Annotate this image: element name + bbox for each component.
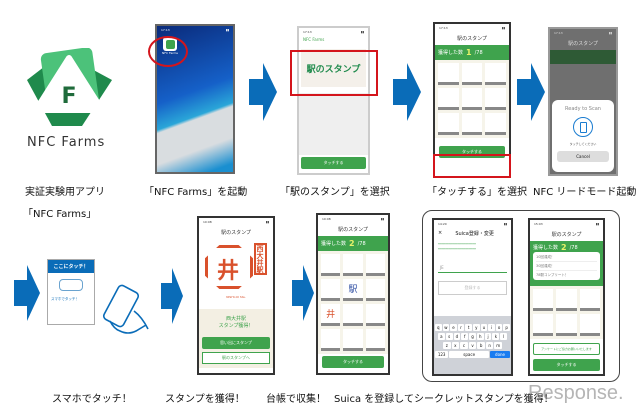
keyboard-key[interactable]: y [472,324,480,331]
keyboard-key[interactable]: w [442,324,450,331]
keyboard-key[interactable]: t [465,324,472,331]
highlight-box [433,154,511,178]
secret-item: 10回達成！ [536,253,597,262]
keyboard-key[interactable]: z [443,342,451,349]
nfc-scan-phone: 17:13▮▮ 駅のスタンプ Ready to Scan タッチしてください C… [548,27,618,176]
keyboard-key[interactable]: q [435,324,442,331]
keyboard-key[interactable]: n [485,342,494,349]
hand-holding-phone-icon [98,283,153,343]
survey-button[interactable]: アンケートにご協力お願いいたします [533,343,600,355]
keyboard-key[interactable]: k [492,333,500,340]
touch-button[interactable]: タッチする [533,359,600,371]
suica-registration-phone: 14:20▮▮ ×Suica登録・変更 ━━━━━━━━━━━━━━━━━━━━… [432,218,513,376]
station-logo-icon [59,279,83,291]
suica-panel-frame [422,210,620,382]
phone-scan-icon [573,117,593,137]
nfc-farms-logo: F [22,47,117,128]
keyboard-key[interactable]: f [461,333,469,340]
arrow-right-icon [161,268,183,328]
keyboard-key[interactable]: o [495,324,503,331]
highlight-circle [148,36,188,67]
keyboard-key[interactable]: v [468,342,477,349]
nfc-touch-sign: ここにタッチ！ スマホでタッチ！ [47,259,95,325]
secret-item: 30回達成！ [536,262,597,271]
keyboard-key[interactable]: m [494,342,503,349]
keyboard-key[interactable]: r [457,324,465,331]
arrow-right-icon [393,63,421,125]
touch-button[interactable]: タッチする [301,157,366,169]
keyboard-key[interactable]: j [484,333,492,340]
stamp-acquired-phone: 10:08▮▮ 駅のスタンプ 井 西大井駅 NISHI-OI Sta. 西大井駅… [197,216,275,375]
keyboard-key[interactable]: s [445,333,453,340]
station-stamp-image: 井 西大井駅 [205,241,267,293]
highlight-box [290,50,378,96]
keyboard-key[interactable]: a [438,333,445,340]
keyboard-key[interactable]: i [488,324,495,331]
arrow-right-icon [14,265,40,325]
secret-item: 78駅コンプリート！ [536,273,569,277]
logo-wordmark: NFC Farms [27,135,106,150]
keyboard-key[interactable]: u [480,324,488,331]
app-home-phone: 17:13▮▮ NFC Farms 駅のスタンプ タッチする [297,26,370,175]
keyboard-key[interactable]: g [469,333,476,340]
memory-stamp-button[interactable]: 思い出にスタンプ [202,337,270,349]
keyboard-key[interactable]: h [476,333,484,340]
keyboard-key[interactable]: c [460,342,468,349]
touch-button[interactable]: タッチする [322,356,384,368]
watermark: Response. [528,382,624,404]
suica-id-input[interactable]: JE [438,263,507,273]
keyboard-key[interactable]: d [453,333,461,340]
close-button[interactable]: × [438,230,443,236]
arrow-right-icon [517,63,545,125]
arrow-right-icon [249,63,277,125]
cancel-button[interactable]: Cancel [557,151,609,162]
arrow-right-icon [292,265,314,325]
station-stamp-banner[interactable]: 駅のスタンプ [301,49,366,87]
keyboard-key[interactable]: l [500,333,508,340]
keyboard-key[interactable]: p [503,324,510,331]
keyboard-key[interactable]: x [451,342,460,349]
register-button[interactable]: 登録する [438,281,507,295]
keyboard-key[interactable]: b [477,342,485,349]
svg-text:F: F [61,84,76,109]
back-to-stamps-button[interactable]: 駅のスタンプへ [202,352,270,364]
keyboard-key[interactable]: e [450,324,457,331]
